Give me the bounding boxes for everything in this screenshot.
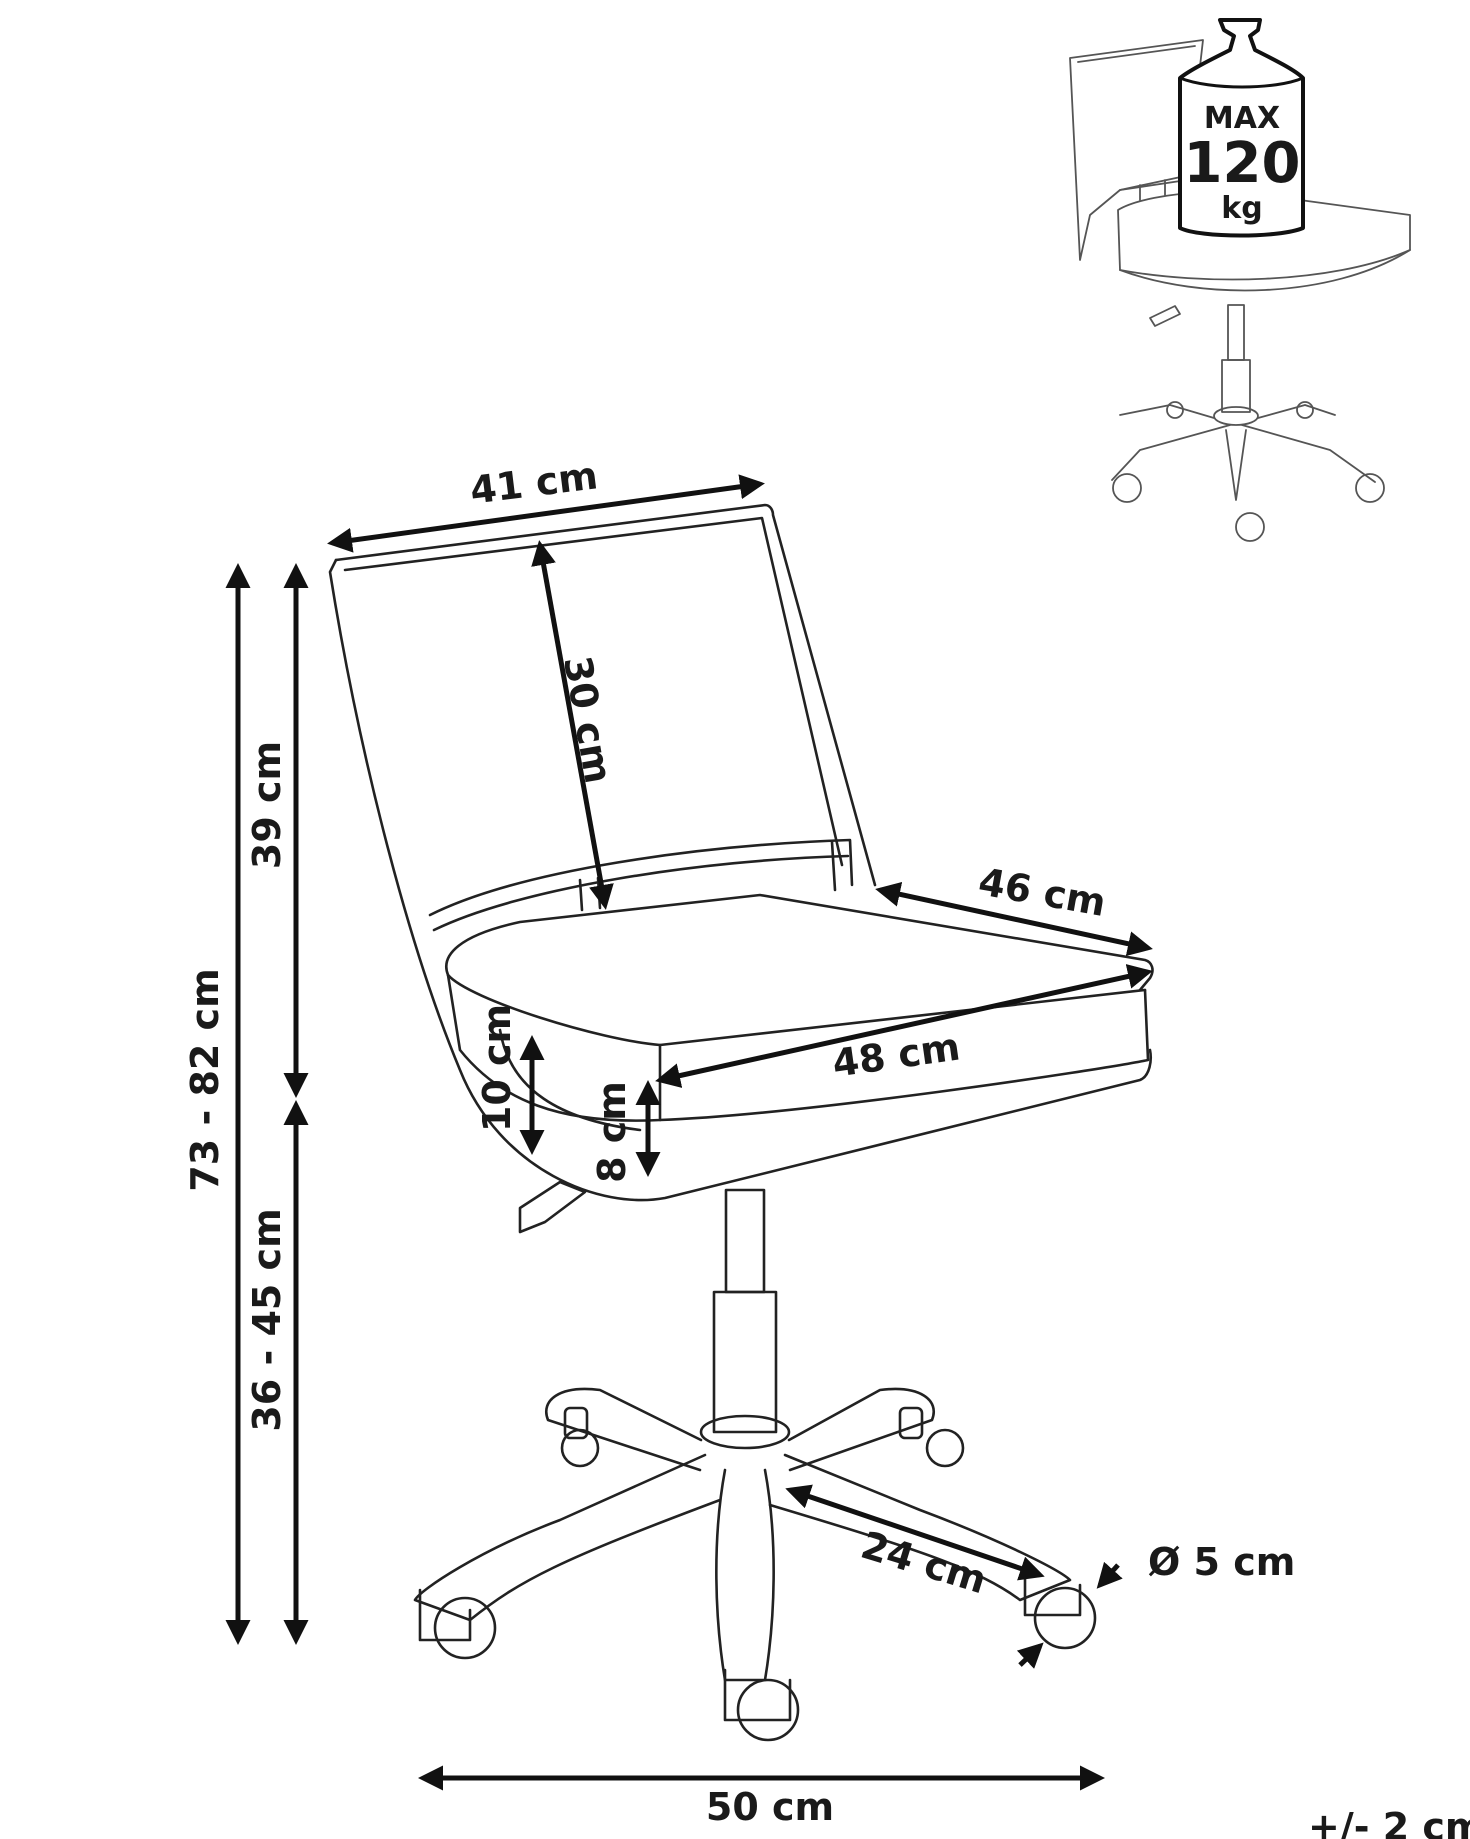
label-back-total: 39 cm bbox=[245, 741, 289, 869]
caster-right bbox=[1023, 1573, 1097, 1650]
max-load-value: 120 bbox=[1184, 131, 1301, 196]
label-seat-height: 36 - 45 cm bbox=[245, 1208, 289, 1431]
main-chair-illustration bbox=[328, 503, 1154, 1742]
label-seat-thickness-side: 10 cm bbox=[475, 1004, 519, 1132]
label-base-width: 50 cm bbox=[706, 1785, 834, 1829]
max-load-label: MAX bbox=[1204, 101, 1280, 136]
dimension-arrows bbox=[225, 474, 1153, 1791]
label-tolerance: +/- 2 cm bbox=[1308, 1805, 1470, 1839]
rear-caster-right bbox=[898, 1406, 965, 1468]
caster-front bbox=[723, 1668, 800, 1742]
max-load-unit: kg bbox=[1221, 191, 1262, 226]
label-back-height: 30 cm bbox=[555, 653, 621, 787]
label-total-height: 73 - 82 cm bbox=[183, 968, 227, 1191]
label-wheel-diameter: Ø 5 cm bbox=[1148, 1540, 1295, 1584]
small-chair-illustration: MAX 120 kg bbox=[1069, 18, 1411, 542]
label-seat-thickness-front: 8 cm bbox=[590, 1081, 634, 1183]
label-seat-width: 48 cm bbox=[830, 1024, 963, 1085]
weight-icon bbox=[1178, 18, 1305, 238]
caster-left bbox=[418, 1588, 497, 1660]
rear-caster-left bbox=[560, 1406, 600, 1468]
label-back-width: 41 cm bbox=[468, 453, 601, 512]
